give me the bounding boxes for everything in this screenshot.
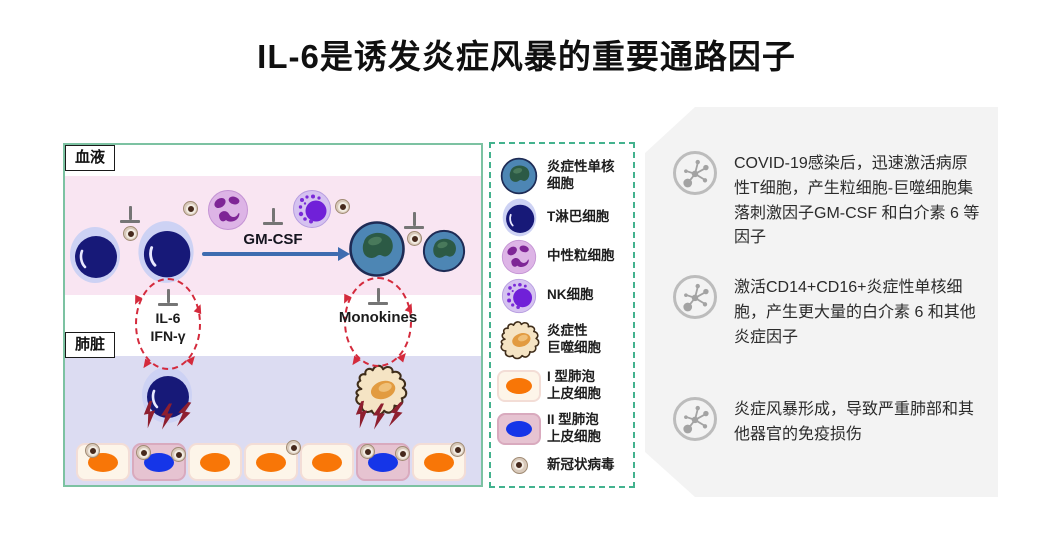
neutrophil-icon [208,190,248,230]
inhibition-icon [263,208,283,225]
lung-region-label: 肺脏 [65,332,116,358]
type1-cell-icon [300,443,354,481]
monocyte-icon [497,157,541,195]
explanation-panel: COVID-19感染后，迅速激活病原性T细胞，产生粒细胞-巨噬细胞集落刺激因子G… [645,107,998,497]
gm-csf-label: GM-CSF [243,231,303,248]
virus-icon [123,226,138,241]
legend-item-t-cell: T淋巴细胞 [497,197,627,238]
cytokine-cycle-right: Monokines [339,277,417,368]
legend-item-type2: II 型肺泡 上皮细胞 [497,407,627,451]
legend-item-virus: 新冠状病毒 [497,451,627,480]
nk-cell-icon [497,278,541,314]
virus-icon [497,456,541,474]
step-3-text: 炎症风暴形成，导致严重肺部和其他器官的免疫损伤 [734,401,975,443]
type2-cell-icon [497,413,541,446]
damage-bolts-icon [141,400,193,433]
virus-icon [171,447,186,462]
virus-icon [136,445,151,460]
il6-label: IL-6 [155,310,181,326]
step-2: 激活CD14+CD16+炎症性单核细胞，产生更大量的白介素 6 和其他炎症因子 [673,275,980,350]
virus-icon [85,443,100,458]
legend-panel: 炎症性单核细胞 T淋巴细胞 中性粒细胞 NK细胞 炎症性 巨噬细胞 I 型肺泡 [489,142,635,488]
virus-icon [360,444,375,459]
molecule-icon [673,151,717,195]
step-1-text: COVID-19感染后，迅速激活病原性T细胞，产生粒细胞-巨噬细胞集落刺激因子G… [734,155,980,247]
molecule-icon [673,275,717,319]
cytokine-cycle-left: IL-6 IFN-γ [131,278,205,371]
t-cell-icon [69,226,121,284]
legend-item-macrophage: 炎症性 巨噬细胞 [497,316,627,364]
virus-icon [286,440,301,455]
t-cell-icon [497,197,541,237]
pathway-diagram: 血液 肺脏 GM-CSF IL-6 IFN-γ [63,143,483,487]
type1-cell-icon [497,369,541,402]
virus-icon [395,446,410,461]
molecule-icon [673,397,717,441]
inhibition-icon [120,206,140,223]
legend-item-nk: NK细胞 [497,276,627,316]
neutrophil-icon [497,239,541,275]
type1-cell-icon [188,443,242,481]
legend-item-type1: I 型肺泡 上皮细胞 [497,364,627,408]
ifn-gamma-label: IFN-γ [150,328,186,345]
t-cell-icon [137,220,195,284]
damage-bolts-icon [353,400,405,433]
virus-icon [450,442,465,457]
step-3: 炎症风暴形成，导致严重肺部和其他器官的免疫损伤 [673,397,980,448]
gm-csf-arrow-icon [202,247,350,261]
virus-icon [335,199,350,214]
monocyte-icon [349,221,405,277]
step-2-text: 激活CD14+CD16+炎症性单核细胞，产生更大量的白介素 6 和其他炎症因子 [734,279,976,346]
monokines-label: Monokines [338,309,418,326]
nk-cell-icon [293,190,331,228]
legend-item-monocyte: 炎症性单核细胞 [497,154,627,198]
macrophage-icon [497,319,541,361]
monocyte-icon [422,229,466,273]
blood-region-label: 血液 [65,145,116,171]
virus-icon [183,201,198,216]
legend-item-neutrophil: 中性粒细胞 [497,237,627,276]
step-1: COVID-19感染后，迅速激活病原性T细胞，产生粒细胞-巨噬细胞集落刺激因子G… [673,151,980,251]
virus-icon [407,231,422,246]
inhibition-icon [158,289,178,306]
inhibition-icon [404,212,424,229]
page-title: IL-6是诱发炎症风暴的重要通路因子 [257,38,796,75]
inhibition-icon [368,288,388,305]
